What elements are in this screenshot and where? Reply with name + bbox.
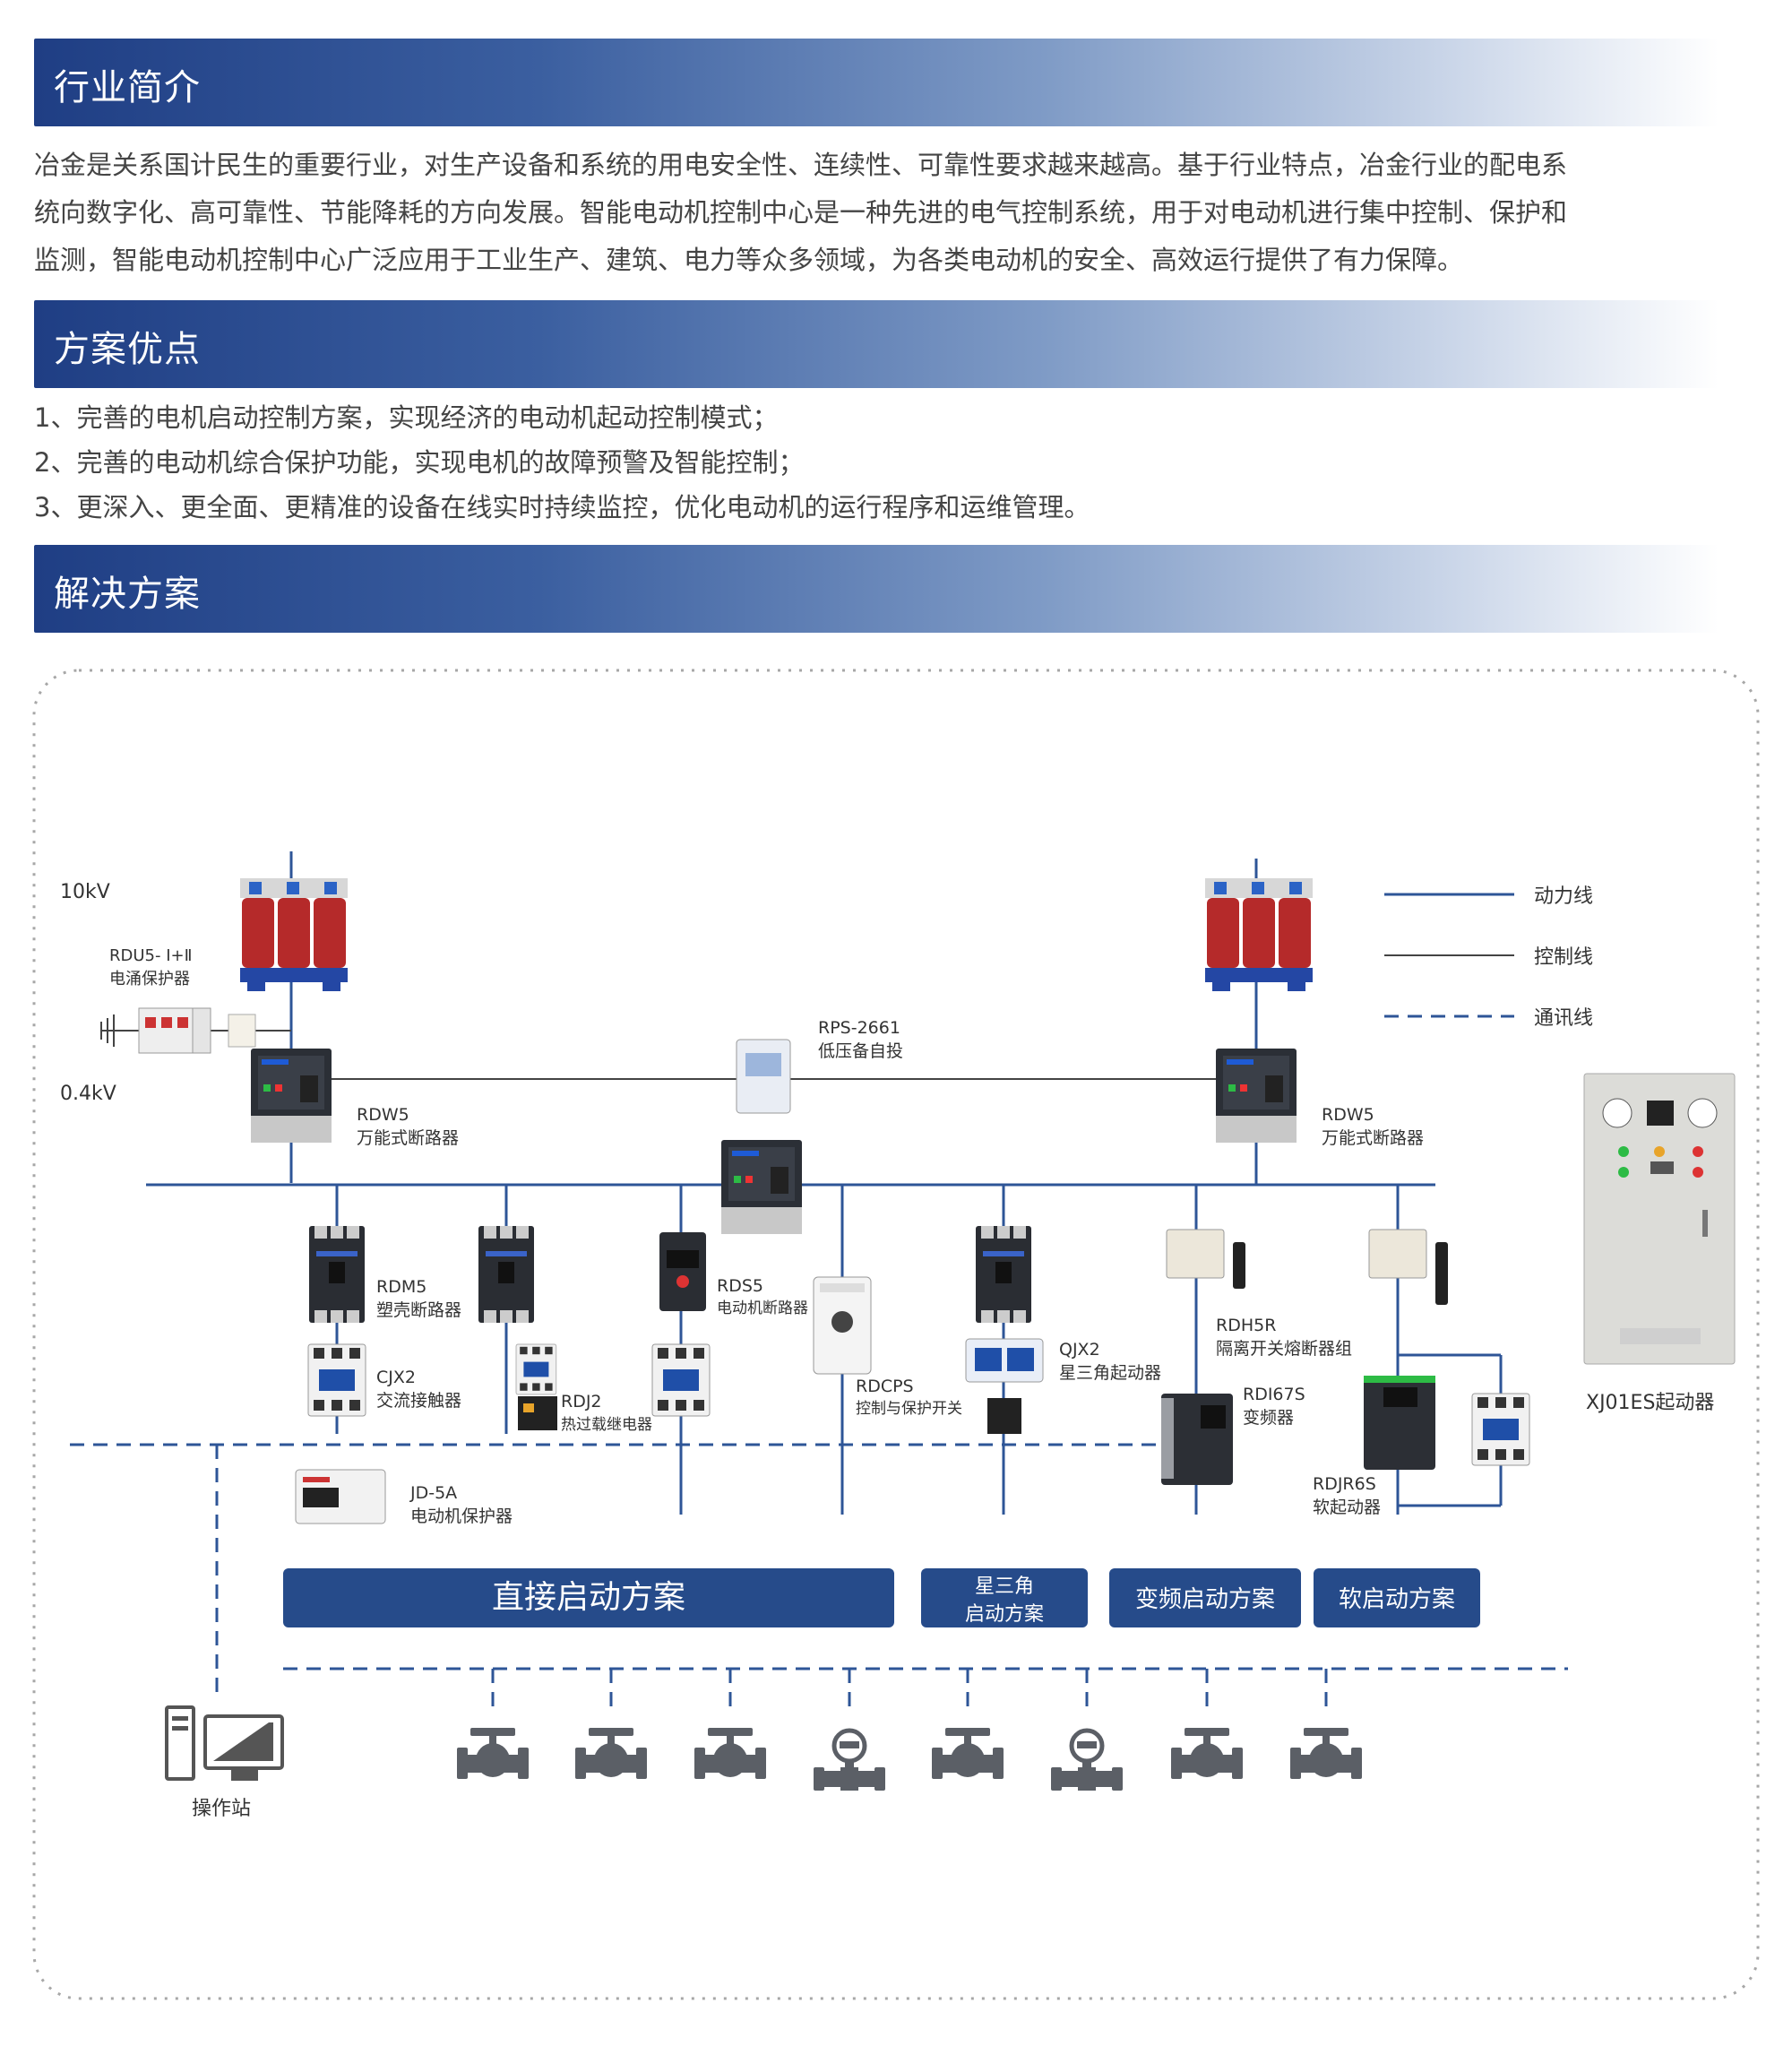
legend-control-label: 控制线 [1534, 946, 1593, 969]
cjx2-contactor-3 [651, 1343, 711, 1417]
rds5-name: 电动机断路器 [717, 1299, 808, 1317]
rdm5-breaker-1 [309, 1226, 365, 1323]
advantages-list: 1、完善的电机启动控制方案，实现经济的电动机起动控制模式； 2、完善的电动机综合… [34, 395, 1090, 530]
jd5a-device [295, 1469, 386, 1524]
scheme-soft-label: 软启动方案 [1339, 1586, 1455, 1613]
valve-icon [1171, 1728, 1243, 1779]
intro-line: 冶金是关系国计民生的重要行业，对生产设备和系统的用电安全性、连续性、可靠性要求越… [34, 150, 1568, 180]
qjx2-model: QJX2 [1059, 1340, 1100, 1360]
operator-station-icon [165, 1705, 284, 1781]
rdcps-switch [813, 1276, 872, 1375]
xj01es-starter-cabinet [1583, 1073, 1736, 1365]
intro-paragraph: 冶金是关系国计民生的重要行业，对生产设备和系统的用电安全性、连续性、可靠性要求越… [34, 142, 1754, 284]
rdjr6s-name: 软起动器 [1313, 1498, 1381, 1517]
flow-meter-icon [1051, 1731, 1123, 1791]
advantage-item: 1、完善的电机启动控制方案，实现经济的电动机起动控制模式； [34, 402, 779, 433]
diagram-frame [32, 669, 1760, 2000]
scheme-vfd-start[interactable]: 变频启动方案 [1109, 1568, 1301, 1627]
advantage-item: 3、更深入、更全面、更精准的设备在线实时持续监控，优化电动机的运行程序和运维管理… [34, 492, 1090, 522]
section-header-solution: 解决方案 [34, 545, 1719, 633]
rdjr6s-model: RDJR6S [1313, 1474, 1376, 1494]
jd5a-name: 电动机保护器 [410, 1506, 513, 1526]
scheme-direct-label: 直接启动方案 [492, 1579, 685, 1616]
rdj2-model: RDJ2 [561, 1392, 602, 1411]
surge-protector [100, 1007, 256, 1054]
scheme-vfd-label: 变频启动方案 [1135, 1586, 1275, 1613]
qjx2-starter [965, 1338, 1044, 1434]
section-title-advantages: 方案优点 [54, 329, 201, 370]
rdcps-model: RDCPS [856, 1377, 914, 1396]
rdi67s-model: RDI67S [1243, 1385, 1305, 1404]
intro-line: 监测，智能电动机控制中心广泛应用于工业生产、建筑、电力等众多领域，为各类电动机的… [34, 245, 1464, 275]
rdw5-left-breaker [251, 1049, 332, 1143]
rdj2-relay [518, 1396, 557, 1430]
rdw5-right-breaker [1216, 1049, 1297, 1143]
cjx2-contactor-2 [515, 1343, 557, 1395]
rps-name: 低压备自投 [818, 1041, 903, 1061]
scheme-star-label-2: 启动方案 [965, 1603, 1044, 1626]
rdj2-name: 热过载继电器 [561, 1416, 652, 1434]
rdh5r-name: 隔离开关熔断器组 [1216, 1339, 1352, 1359]
section-title-solution: 解决方案 [54, 574, 201, 615]
cjx2-name: 交流接触器 [376, 1391, 461, 1411]
rdm5-breaker-2 [478, 1226, 534, 1323]
advantage-item: 2、完善的电动机综合保护功能，实现电机的故障预警及智能控制； [34, 447, 805, 478]
rdw5-left-name: 万能式断路器 [357, 1128, 459, 1148]
scheme-soft-start[interactable]: 软启动方案 [1314, 1568, 1480, 1627]
legend: 动力线 控制线 通讯线 [1384, 885, 1593, 1030]
rdw5-right-model: RDW5 [1322, 1105, 1374, 1125]
rds5-model: RDS5 [717, 1276, 763, 1296]
xj01es-label: XJ01ES起动器 [1586, 1392, 1714, 1414]
valve-icon [1290, 1728, 1362, 1779]
rps-device [736, 1039, 791, 1114]
rdw5-right-name: 万能式断路器 [1322, 1128, 1424, 1148]
bus-tie-breaker [721, 1140, 802, 1234]
cjx2-contactor-1 [307, 1343, 366, 1417]
rdi67s-name: 变频器 [1243, 1408, 1294, 1428]
operator-station-label: 操作站 [192, 1798, 251, 1820]
cjx2-model: CJX2 [376, 1368, 416, 1387]
section-header-intro: 行业简介 [34, 39, 1719, 126]
section-title-intro: 行业简介 [54, 67, 201, 108]
rdjr6s-soft-starter [1364, 1376, 1435, 1470]
rdh5r-fuse-switch-1 [1166, 1229, 1245, 1289]
rdh5r-model: RDH5R [1216, 1316, 1276, 1335]
rdm5-breaker-3 [976, 1226, 1031, 1323]
valve-icon [457, 1728, 529, 1779]
transformer-left [240, 878, 348, 991]
transformer-right [1205, 878, 1313, 991]
rdh5r-fuse-switch-2 [1368, 1229, 1448, 1305]
scheme-star-delta[interactable]: 星三角 启动方案 [921, 1568, 1088, 1627]
rdm5-model: RDM5 [376, 1277, 426, 1297]
rps-model: RPS-2661 [818, 1018, 900, 1038]
comm-lines [70, 1443, 1568, 1712]
flow-meter-icon [814, 1731, 885, 1791]
rdm5-name: 塑壳断路器 [376, 1300, 461, 1320]
valve-icon [575, 1728, 647, 1779]
valve-icon [694, 1728, 766, 1779]
legend-power-label: 动力线 [1534, 885, 1593, 908]
surge-model: RDU5- Ⅰ+Ⅱ [109, 946, 192, 965]
valve-icon [932, 1728, 1004, 1779]
legend-comm-label: 通讯线 [1534, 1007, 1593, 1030]
rds5-breaker [659, 1232, 706, 1311]
bypass-contactor [1471, 1393, 1530, 1466]
rdi67s-vfd [1161, 1394, 1233, 1485]
jd5a-model: JD-5A [409, 1483, 457, 1503]
rdw5-left-model: RDW5 [357, 1105, 409, 1125]
scheme-star-label-1: 星三角 [975, 1576, 1034, 1598]
voltage-04kv-label: 0.4kV [60, 1083, 116, 1105]
surge-name: 电涌保护器 [109, 970, 190, 988]
rdcps-name: 控制与保护开关 [856, 1400, 962, 1418]
qjx2-name: 星三角起动器 [1059, 1363, 1161, 1383]
scheme-direct-start[interactable]: 直接启动方案 [283, 1568, 894, 1627]
section-header-advantages: 方案优点 [34, 300, 1719, 388]
voltage-10kv-label: 10kV [60, 881, 110, 903]
intro-line: 统向数字化、高可靠性、节能降耗的方向发展。智能电动机控制中心是一种先进的电气控制… [34, 197, 1568, 228]
